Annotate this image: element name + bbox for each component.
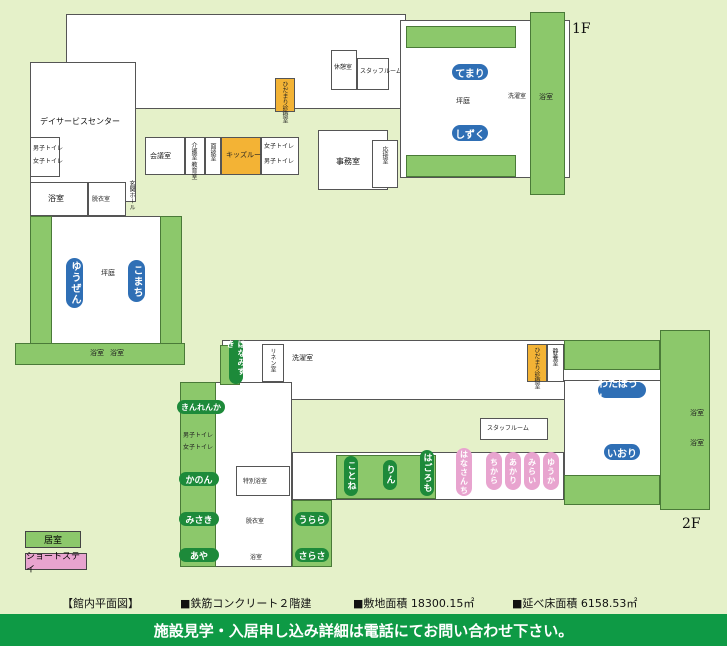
bath-label-2f-west: 浴室 xyxy=(250,554,263,561)
short-stay-2: ちから xyxy=(486,452,502,490)
living-rooms-1f-top xyxy=(406,26,516,48)
interview-room xyxy=(205,137,221,175)
dressing-label-1f: 脱衣室 xyxy=(92,196,111,203)
unit-hagoromo: はごろも xyxy=(420,450,434,496)
living-rooms-1f-bottom xyxy=(406,155,516,177)
info-title: 【館内平面図】 xyxy=(62,597,139,610)
floor-label-2f: 2F xyxy=(682,516,701,532)
floor-label-1f: 1F xyxy=(572,21,591,37)
day-center-label: デイサービスセンター xyxy=(40,117,120,126)
unit-misaki: みさき xyxy=(179,512,219,526)
meeting-label: 会議室 xyxy=(150,152,171,160)
staff-room-1f xyxy=(357,58,389,90)
reception-label: 応接室 xyxy=(381,146,388,164)
dressing-1f xyxy=(88,182,126,216)
linen-label-2f-n: リネン室 xyxy=(269,348,276,372)
dressing-label-2f: 脱衣室 xyxy=(246,518,265,525)
info-floor-area: ■延べ床面積 6158.53㎡ xyxy=(512,597,638,610)
staff-room-2f xyxy=(480,418,548,440)
static-room xyxy=(547,344,564,382)
entrance-label-1f: 玄関ホール xyxy=(128,180,135,210)
info-site-area: ■敷地面積 18300.15㎡ xyxy=(353,597,475,610)
female-wc-label-2f: 女子トイレ xyxy=(183,444,214,451)
unit-iori: いおり xyxy=(604,444,640,460)
hidamari-label-2f: ひだまり診療室 xyxy=(533,347,540,389)
unit-sarasa: さらさ xyxy=(295,548,329,562)
unit-yuzen: ゆうぜん xyxy=(66,258,83,308)
bath-label-1f-wing-a: 浴室 xyxy=(90,349,104,357)
hidamari-label-1f: ひだまり診療室 xyxy=(281,81,288,123)
special-bath-label: 特別浴室 xyxy=(243,478,268,485)
courtyard-label-1f-right: 坪庭 xyxy=(456,97,470,105)
short-stay-5: ゆうか xyxy=(543,452,559,490)
unit-watabo: わたぼうし xyxy=(598,379,646,405)
staff-label-2f: スタッフルーム xyxy=(487,425,529,432)
male-wc-label-2f: 男子トイレ xyxy=(183,432,214,439)
female-wc-label: 女子トイレ xyxy=(33,158,64,165)
rest-room xyxy=(331,50,357,90)
washroom-label-1f-right: 洗濯室 xyxy=(508,93,527,100)
bath-label-2f-east-b: 浴室 xyxy=(690,439,704,447)
unit-kanon: かのん xyxy=(179,472,219,486)
1f-left-wing xyxy=(30,216,182,344)
1f-day-center-block xyxy=(30,62,136,202)
courtyard-label-1f-left: 坪庭 xyxy=(101,269,115,277)
living-rooms-1f-east xyxy=(530,12,565,195)
living-rooms-2f-se xyxy=(564,475,660,505)
bath-label-1f-wing-b: 浴室 xyxy=(110,349,124,357)
meeting-room xyxy=(145,137,185,175)
living-rooms-2f-ne xyxy=(564,340,660,370)
static-label: 静養室 xyxy=(551,348,558,366)
short-stay-3: あかり xyxy=(505,452,521,490)
hidamari-clinic-2f xyxy=(527,344,547,382)
bath-1f xyxy=(30,182,88,216)
unit-aya: あや xyxy=(179,548,219,562)
female-wc-label-center: 女子トイレ xyxy=(264,143,295,150)
living-rooms-1f-wing-south xyxy=(15,343,185,365)
hidamari-clinic-1f xyxy=(275,78,295,112)
bath-label-2f-east-a: 浴室 xyxy=(690,409,704,417)
office-label: 事務室 xyxy=(336,157,360,166)
interview-label: 面談室 xyxy=(209,143,216,161)
unit-kotone: ことね xyxy=(344,456,358,496)
bath-label-1f: 浴室 xyxy=(48,194,64,203)
male-wc-label: 男子トイレ xyxy=(33,145,64,152)
male-wc-label-center: 男子トイレ xyxy=(264,158,295,165)
contact-banner: 施設見学・入居申し込み詳細は電話にてお問い合わせ下さい。 xyxy=(0,614,727,646)
info-structure: ■鉄筋コンクリート２階建 xyxy=(180,597,312,610)
linen-room-2f-n xyxy=(262,344,284,382)
unit-hanamizuki: はなみずき xyxy=(226,340,246,384)
care-room xyxy=(185,137,205,175)
special-bath xyxy=(236,466,290,496)
rest-label: 休憩室 xyxy=(334,64,353,71)
staff-label-1f: スタッフルーム xyxy=(360,68,402,75)
living-rooms-1f-wing-east xyxy=(160,216,182,344)
unit-urara: うらら xyxy=(295,512,329,526)
building-info: 【館内平面図】 ■鉄筋コンクリート２階建 ■敷地面積 18300.15㎡ ■延べ… xyxy=(0,595,727,613)
kids-room xyxy=(221,137,261,175)
washroom-label-2f-n: 洗濯室 xyxy=(292,354,313,362)
short-stay-1: はなさんち xyxy=(456,448,472,496)
reception xyxy=(372,140,398,188)
living-rooms-1f-wing-west xyxy=(30,216,52,344)
care-room-label: 介護室 教育室 xyxy=(190,142,197,180)
unit-temari: てまり xyxy=(452,64,488,80)
wc-group-1f-center xyxy=(261,137,299,175)
kids-label: キッズルーム xyxy=(226,151,268,159)
unit-rin: りん xyxy=(383,460,397,490)
legend-short-stay: ショートステイ xyxy=(25,552,87,575)
unit-komachi: こまち xyxy=(128,260,145,302)
living-rooms-2f-east xyxy=(660,330,710,510)
male-wc-1f xyxy=(30,137,60,177)
unit-kinrenka: きんれんか xyxy=(177,400,225,414)
legend-living: 居室 xyxy=(25,531,81,548)
bath-label-1f-right: 浴室 xyxy=(539,93,553,101)
unit-shizuku: しずく xyxy=(452,125,488,141)
short-stay-4: みらい xyxy=(524,452,540,490)
